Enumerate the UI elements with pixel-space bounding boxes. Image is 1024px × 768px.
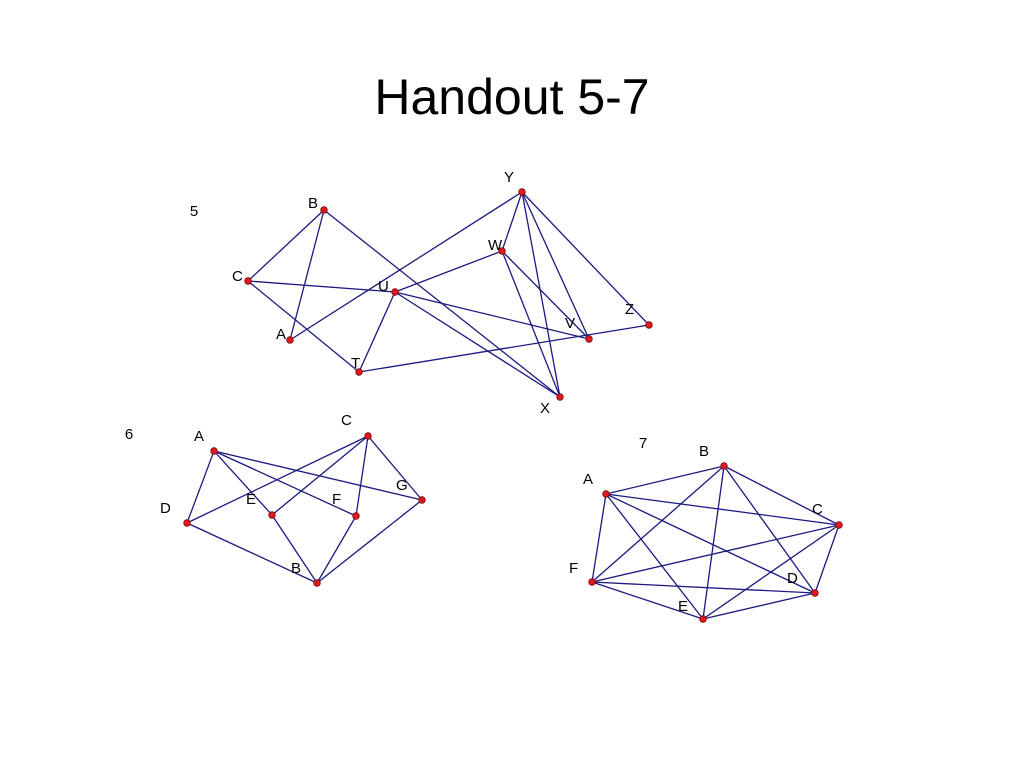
vertex-X <box>556 393 564 401</box>
vertex-E <box>699 615 707 623</box>
vertex-C <box>364 432 372 440</box>
vertex-label-D: D <box>787 570 798 587</box>
edge-C-E <box>271 435 369 516</box>
vertex-label-A: A <box>276 326 286 343</box>
vertex-V <box>585 335 593 343</box>
edge-Y-V <box>521 191 590 340</box>
vertex-C <box>835 521 843 529</box>
edge-C-F <box>355 435 369 517</box>
vertex-label-B: B <box>308 195 318 212</box>
edge-A-D <box>186 450 215 524</box>
edge-A-Y <box>289 191 523 341</box>
edge-D-E <box>702 592 816 620</box>
vertex-Y <box>518 188 526 196</box>
vertex-label-C: C <box>812 501 823 518</box>
vertex-label-F: F <box>569 560 578 577</box>
graph-5: 5 Y B W C U Z A V T X <box>190 169 653 417</box>
vertex-label-C: C <box>341 412 352 429</box>
vertex-A <box>210 447 218 455</box>
vertex-label-Z: Z <box>625 301 634 318</box>
edge-D-F <box>591 581 816 594</box>
graph-5-number: 5 <box>190 203 198 220</box>
edge-A-F <box>213 450 357 517</box>
vertex-G <box>418 496 426 504</box>
edge-A-E <box>213 450 273 516</box>
edge-A-D <box>605 493 816 594</box>
vertex-U <box>391 288 399 296</box>
vertex-F <box>588 578 596 586</box>
edge-U-X <box>394 291 561 398</box>
edge-C-D <box>186 435 369 524</box>
vertex-label-Y: Y <box>504 169 514 186</box>
edge-U-W <box>394 250 503 293</box>
vertex-label-A: A <box>194 428 204 445</box>
edge-D-B <box>186 522 318 584</box>
edge-W-V <box>501 250 590 340</box>
edge-A-C <box>605 493 840 526</box>
vertex-A <box>286 336 294 344</box>
edge-B-D <box>723 465 816 594</box>
edge-B-A <box>289 209 325 341</box>
edge-U-V <box>394 291 590 340</box>
vertex-label-A: A <box>583 471 593 488</box>
edge-C-D <box>814 524 840 594</box>
slide-title: Handout 5-7 <box>374 69 650 125</box>
edge-C-T <box>247 280 360 373</box>
edge-B-E <box>702 465 725 620</box>
edge-A-E <box>605 493 704 620</box>
edge-F-B <box>316 515 357 584</box>
vertex-label-U: U <box>378 278 389 295</box>
vertex-C <box>244 277 252 285</box>
edge-A-B <box>605 465 725 495</box>
vertex-label-X: X <box>540 400 550 417</box>
vertex-label-C: C <box>232 268 243 285</box>
edge-C-G <box>367 435 423 501</box>
vertex-B <box>720 462 728 470</box>
graph-6: 6 A C G D E F B <box>125 412 426 587</box>
edge-E-B <box>271 514 318 584</box>
edge-B-C <box>723 465 840 526</box>
vertex-W <box>498 247 506 255</box>
vertex-B <box>320 206 328 214</box>
vertex-A <box>602 490 610 498</box>
vertex-label-E: E <box>246 491 256 508</box>
vertex-Z <box>645 321 653 329</box>
edge-A-G <box>213 450 423 501</box>
vertex-label-F: F <box>332 491 341 508</box>
edge-G-B <box>316 499 423 584</box>
vertex-B <box>313 579 321 587</box>
edge-B-F <box>591 465 725 583</box>
edge-T-Z <box>358 324 650 373</box>
vertex-label-E: E <box>678 598 688 615</box>
edge-A-F <box>591 493 607 583</box>
edge-Y-W <box>501 191 523 252</box>
edge-C-F <box>591 524 840 583</box>
edge-Y-Z <box>521 191 650 326</box>
vertex-F <box>352 512 360 520</box>
edge-Y-X <box>521 191 561 398</box>
vertex-E <box>268 511 276 519</box>
edge-U-T <box>358 291 396 373</box>
graph-7: 7 B A C F D E <box>569 435 843 623</box>
vertex-label-W: W <box>488 237 503 254</box>
graph-6-number: 6 <box>125 426 133 443</box>
edge-W-X <box>501 250 561 398</box>
edge-B-C <box>247 209 325 282</box>
vertex-label-V: V <box>565 315 575 332</box>
edge-C-E <box>702 524 840 620</box>
vertex-D <box>183 519 191 527</box>
vertex-label-G: G <box>396 477 408 494</box>
vertex-label-D: D <box>160 500 171 517</box>
graph-7-number: 7 <box>639 435 647 452</box>
vertex-D <box>811 589 819 597</box>
vertex-label-B: B <box>291 560 301 577</box>
vertex-T <box>355 368 363 376</box>
vertex-label-B: B <box>699 443 709 460</box>
edge-C-U <box>247 280 396 293</box>
edge-E-F <box>591 581 704 620</box>
vertex-label-T: T <box>351 355 360 372</box>
